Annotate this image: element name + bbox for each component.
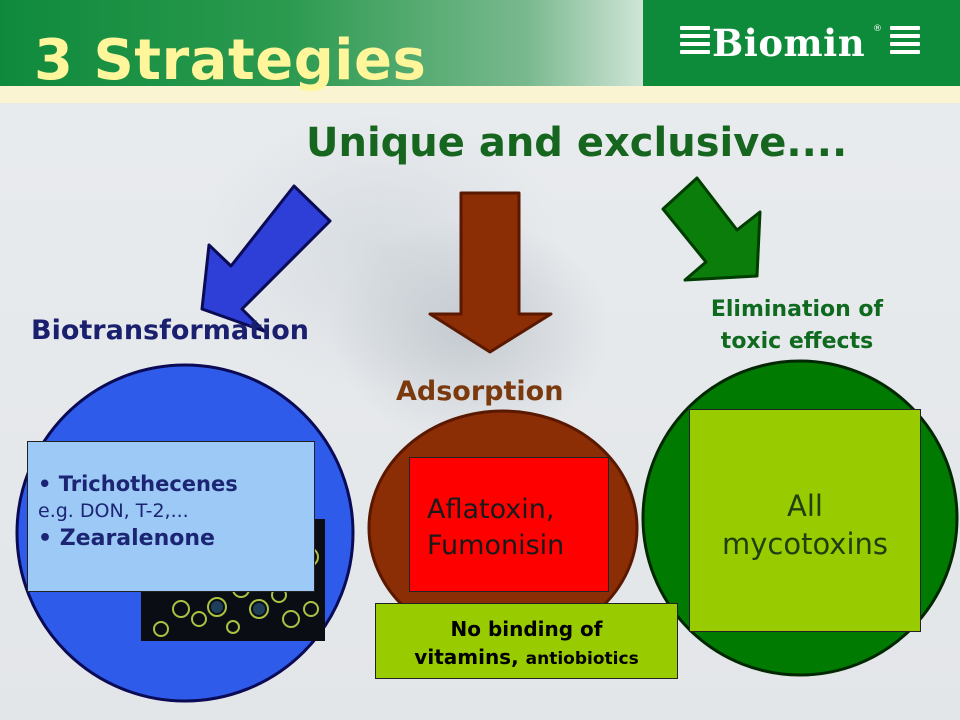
- elimination-box: All mycotoxins: [689, 409, 921, 632]
- elimination-label: Elimination of toxic effects: [676, 294, 918, 358]
- slide-subtitle: Unique and exclusive....: [306, 120, 848, 166]
- adsorption-arrow-icon: [428, 191, 553, 354]
- logo-stripes-right-icon: [890, 26, 920, 56]
- biotransformation-box: • Trichothecenes e.g. DON, T-2,... • Zea…: [27, 441, 315, 592]
- header-accent-band: [0, 86, 960, 103]
- adsorption-box: Aflatoxin, Fumonisin: [409, 457, 609, 592]
- adsorption-label: Adsorption: [396, 376, 564, 407]
- elimination-label-line2: toxic effects: [720, 329, 874, 354]
- registered-mark: ®: [873, 24, 882, 34]
- elimination-label-line1: Elimination of: [710, 297, 884, 322]
- logo-stripes-left-icon: [680, 26, 710, 56]
- vitamins-text: vitamins,: [414, 645, 519, 669]
- antibiotics-text: antiobiotics: [525, 649, 639, 669]
- biomin-logo: Biomin: [712, 21, 866, 65]
- no-binding-text: No binding of: [450, 617, 603, 641]
- trichothecenes-text: • Trichothecenes: [38, 472, 238, 496]
- slide-title: 3 Strategies: [34, 28, 427, 93]
- mycotoxins-text: mycotoxins: [721, 527, 889, 561]
- aflatoxin-text: Aflatoxin,: [427, 494, 555, 525]
- fumonisin-text: Fumonisin: [427, 530, 565, 561]
- biotransformation-label: Biotransformation: [31, 315, 310, 346]
- don-t2-text: e.g. DON, T-2,...: [38, 500, 189, 522]
- elimination-arrow-icon: [661, 176, 762, 282]
- zearalenone-text: • Zearalenone: [38, 526, 215, 551]
- biotransformation-arrow-icon: [200, 184, 332, 333]
- no-binding-note: No binding of vitamins, antiobiotics: [375, 603, 678, 679]
- vitamins-line: vitamins, antiobiotics: [376, 643, 677, 673]
- all-text: All: [787, 489, 823, 523]
